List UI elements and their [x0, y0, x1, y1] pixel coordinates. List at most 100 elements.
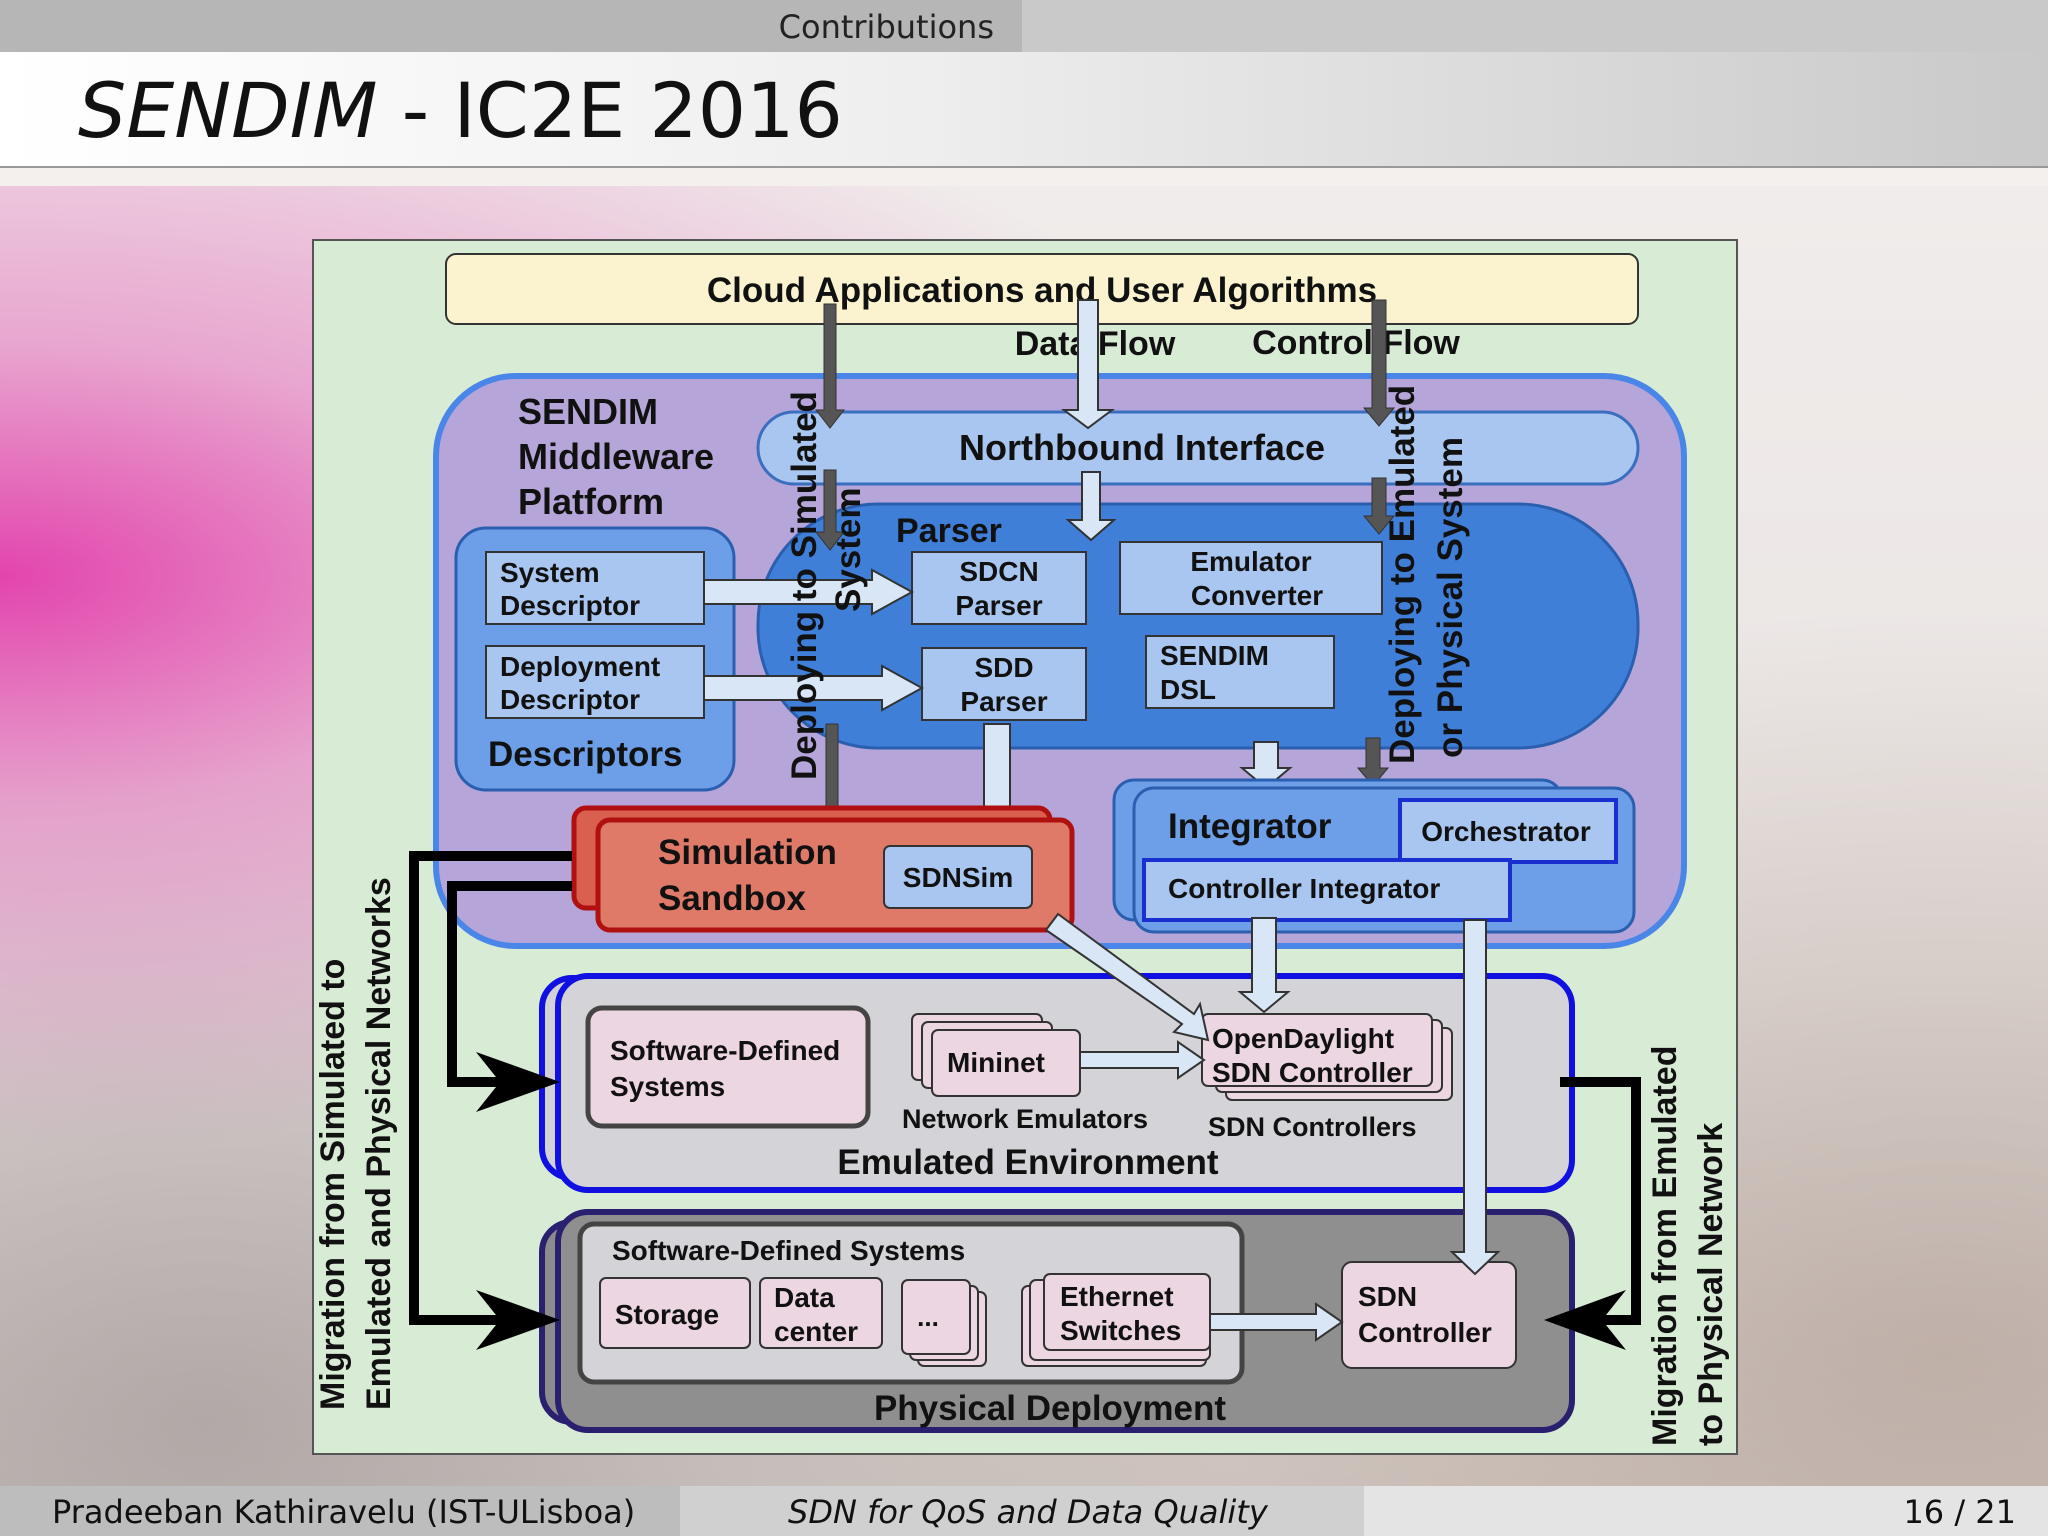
network-emulators-label: Network Emulators [902, 1104, 1148, 1134]
deploy-emu-label-1: Deploying to Emulated [1383, 385, 1422, 764]
sdcn-parser-box [911, 551, 1087, 625]
footer-page-section: 16 / 21 [1364, 1486, 2048, 1536]
sendim-dsl-label-2: DSL [1160, 674, 1216, 705]
sdn-controller-label-2: Controller [1358, 1317, 1492, 1348]
sdnsim-label: SDNSim [903, 862, 1013, 893]
sds-physical-label: Software-Defined Systems [612, 1235, 965, 1266]
sds-emulated-label-2: Systems [610, 1071, 725, 1102]
migration-left-label-2: Emulated and Physical Networks [360, 877, 398, 1410]
arrow-cloud-to-northbound-left [814, 303, 846, 429]
sds-emulated-box [585, 1005, 871, 1129]
mininet-label: Mininet [947, 1047, 1045, 1078]
arrow-deployment-to-sdd [703, 664, 925, 712]
slide-title: SENDIM - IC2E 2016 [78, 66, 843, 155]
migration-right-path [1560, 1077, 1641, 1325]
controller-integrator-label: Controller Integrator [1168, 873, 1440, 904]
ellipsis-box [901, 1279, 971, 1355]
migration-left-arrowhead-emulated [476, 1052, 560, 1112]
sdd-parser-label-2: Parser [960, 686, 1047, 717]
parser-label: Parser [896, 512, 1002, 550]
control-flow-label: Control Flow [1252, 324, 1460, 362]
deploy-sim-label-1: Deploying to Simulated [785, 391, 824, 780]
sdd-parser-label-1: SDD [974, 652, 1033, 683]
section-nav-bar: Contributions [0, 0, 2048, 52]
integrator-label: Integrator [1168, 807, 1332, 846]
footer-page-number: 16 / 21 [1903, 1493, 2016, 1531]
sim-sandbox-label-1: Simulation [658, 833, 837, 872]
arrow-integrator-to-sdn-controller [1449, 919, 1501, 1276]
migration-left-path [409, 851, 572, 1325]
migration-right-label-1: Migration from Emulated [1646, 1046, 1684, 1446]
deploy-emu-label-2: or Physical System [1431, 437, 1470, 758]
section-nav-current [0, 0, 1022, 52]
slide-title-bar: SENDIM - IC2E 2016 [0, 52, 2048, 168]
emulated-env-label: Emulated Environment [837, 1143, 1219, 1182]
ethernet-box [1043, 1273, 1211, 1351]
arrow-ethernet-to-sdn-controller [1209, 1302, 1344, 1342]
opendaylight-label-1: OpenDaylight [1212, 1023, 1394, 1054]
cloud-apps-label: Cloud Applications and User Algorithms [707, 271, 1377, 310]
controller-integrator-box [1142, 858, 1512, 922]
arrow-mininet-to-opendaylight [1079, 1040, 1206, 1080]
arrow-integrator-to-opendaylight [1237, 917, 1291, 1014]
system-descriptor-label-2: Descriptor [500, 590, 640, 621]
section-label[interactable]: Contributions [778, 8, 994, 46]
migration-left-arrowhead-physical [476, 1290, 560, 1350]
sendim-dsl-label-1: SENDIM [1160, 640, 1269, 671]
deployment-descriptor-label-1: Deployment [500, 651, 660, 682]
ethernet-label-2: Switches [1060, 1315, 1181, 1346]
sdcn-parser-label-2: Parser [955, 590, 1042, 621]
ethernet-label-1: Ethernet [1060, 1281, 1174, 1312]
arrow-northbound-to-parser [1065, 471, 1117, 542]
middleware-label-2: Middleware [518, 436, 714, 477]
sdd-parser-box [921, 647, 1087, 721]
arrow-control-flow [1362, 299, 1396, 427]
footer-talk-title: SDN for QoS and Data Quality [788, 1493, 1268, 1531]
migration-right-label-2: to Physical Network [1692, 1123, 1730, 1446]
emulator-converter-label-2: Converter [1191, 580, 1323, 611]
system-descriptor-label-1: System [500, 557, 600, 588]
orchestrator-box [1398, 798, 1618, 864]
middleware-label-3: Platform [518, 481, 664, 522]
arrow-northbound-to-emulator [1362, 477, 1396, 535]
datacenter-label-2: center [774, 1316, 858, 1347]
parser-region [756, 502, 1640, 750]
sdnsim-box [883, 845, 1033, 909]
storage-box [599, 1277, 751, 1349]
arrow-system-to-sdcn [703, 568, 915, 616]
migration-right-arrowhead [1544, 1290, 1626, 1350]
ellipsis-label: ... [917, 1302, 939, 1332]
footer-bar: Pradeeban Kathiravelu (IST-ULisboa) SDN … [0, 1486, 2048, 1536]
middleware-label-1: SENDIM [518, 391, 658, 432]
sds-emulated-label-1: Software-Defined [610, 1035, 840, 1066]
arrow-sandbox-to-opendaylight [1044, 912, 1210, 1042]
footer-author: Pradeeban Kathiravelu (IST-ULisboa) [52, 1493, 636, 1531]
orchestrator-label: Orchestrator [1421, 816, 1591, 847]
sdn-controller-label-1: SDN [1358, 1281, 1417, 1312]
sendim-dsl-box [1145, 635, 1335, 709]
deploy-sim-label-2: System [829, 487, 868, 612]
sdn-controllers-label: SDN Controllers [1208, 1112, 1417, 1142]
datacenter-box [759, 1277, 883, 1349]
architecture-diagram: Cloud Applications and User Algorithms D… [312, 239, 1738, 1455]
northbound-interface [756, 410, 1640, 486]
storage-label: Storage [615, 1299, 719, 1330]
footer-title-section: SDN for QoS and Data Quality [680, 1486, 1364, 1536]
arrow-parser-to-integrator [1239, 741, 1293, 790]
emulator-converter-label-1: Emulator [1190, 546, 1311, 577]
migration-left-label-1: Migration from Simulated to [314, 959, 352, 1410]
sim-sandbox-label-2: Sandbox [658, 879, 806, 918]
datacenter-label-1: Data [774, 1282, 835, 1313]
arrow-parser-to-integrator-right [1356, 737, 1390, 787]
deployment-descriptor-box [485, 645, 705, 719]
arrow-northbound-to-parser-left [814, 469, 846, 551]
migration-left-branch [447, 881, 572, 1087]
cloud-apps-box [445, 253, 1639, 325]
opendaylight-label-2: SDN Controller [1212, 1057, 1413, 1088]
arrow-data-flow [1061, 299, 1115, 430]
northbound-label: Northbound Interface [959, 427, 1325, 468]
footer-author-section: Pradeeban Kathiravelu (IST-ULisboa) [0, 1486, 680, 1536]
sdn-controller-box [1341, 1261, 1517, 1369]
emulator-converter-box [1119, 541, 1383, 615]
descriptors-label: Descriptors [488, 735, 683, 774]
